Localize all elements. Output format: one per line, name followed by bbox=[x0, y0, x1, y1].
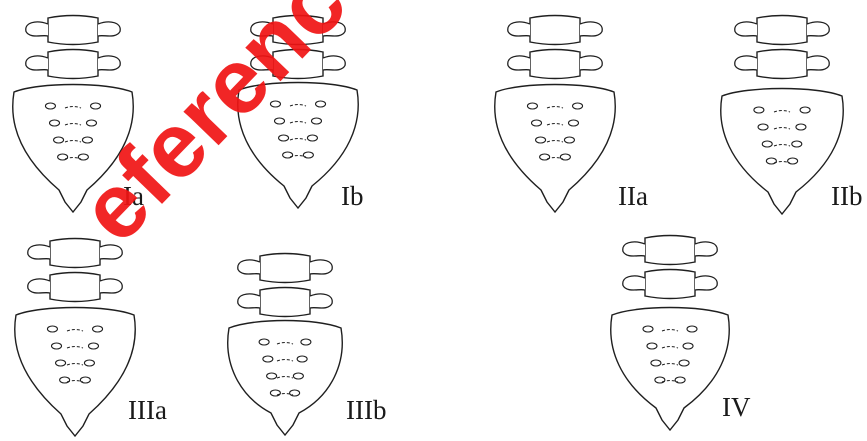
drawing-iib-vertebra-2-right-process bbox=[807, 56, 829, 70]
drawing-iiia-vertebra-2-body bbox=[50, 273, 100, 302]
drawing-iiib-vertebra-1-left-process bbox=[238, 260, 260, 274]
drawing-iib-vertebra-1-right-process bbox=[807, 22, 829, 36]
drawing-ia-vertebra-2-right-process bbox=[98, 56, 120, 70]
drawing-iiib-vertebra-1-body bbox=[260, 254, 310, 283]
drawing-iia-vertebra-2-left-process bbox=[508, 56, 530, 70]
drawing-iiia-vertebra-1-body bbox=[50, 239, 100, 268]
drawing-iv-vertebra-2-left-process bbox=[623, 276, 645, 290]
drawing-iib-vertebra-2-left-process bbox=[735, 56, 757, 70]
spine-drawing-iib bbox=[721, 16, 843, 215]
drawing-iia-vertebra-1-body bbox=[530, 16, 580, 45]
drawing-iv-vertebra-1-right-process bbox=[695, 242, 717, 256]
label-iia: IIa bbox=[618, 183, 648, 210]
drawing-iia-sacrum-outline bbox=[495, 85, 615, 213]
drawing-iiib-vertebra-2-left-process bbox=[238, 294, 260, 308]
spine-drawing-iv bbox=[611, 236, 729, 431]
drawing-ia-vertebra-1-body bbox=[48, 16, 98, 45]
label-iiib: IIIb bbox=[346, 397, 386, 424]
drawing-iib-vertebra-1-left-process bbox=[735, 22, 757, 36]
spine-drawing-iiib bbox=[228, 254, 342, 436]
label-ib: Ib bbox=[341, 183, 364, 210]
label-iiia: IIIa bbox=[128, 397, 167, 424]
drawing-ia-vertebra-1-right-process bbox=[98, 22, 120, 36]
drawing-iv-vertebra-2-right-process bbox=[695, 276, 717, 290]
drawing-iiia-sacrum-outline bbox=[15, 308, 135, 437]
drawing-iiib-vertebra-1-right-process bbox=[310, 260, 332, 274]
drawing-iib-sacrum-outline bbox=[721, 89, 843, 215]
drawing-iv-sacrum-outline bbox=[611, 308, 729, 431]
drawing-ia-vertebra-2-body bbox=[48, 50, 98, 79]
drawing-iiib-vertebra-2-body bbox=[260, 288, 310, 317]
drawing-iv-vertebra-1-left-process bbox=[623, 242, 645, 256]
drawing-iv-vertebra-1-body bbox=[645, 236, 695, 265]
drawing-iia-vertebra-1-right-process bbox=[580, 22, 602, 36]
drawing-iiia-vertebra-2-right-process bbox=[100, 279, 122, 293]
drawing-iib-vertebra-2-body bbox=[757, 50, 807, 79]
drawing-iiia-vertebra-2-left-process bbox=[28, 279, 50, 293]
label-iib: IIb bbox=[831, 183, 862, 210]
drawing-iia-vertebra-2-right-process bbox=[580, 56, 602, 70]
spine-drawing-iiia bbox=[15, 239, 135, 437]
label-iv: IV bbox=[722, 394, 751, 421]
spine-drawing-iia bbox=[495, 16, 615, 213]
drawing-iiib-sacrum-outline bbox=[228, 321, 342, 436]
drawing-iv-vertebra-2-body bbox=[645, 270, 695, 299]
drawing-iia-vertebra-2-body bbox=[530, 50, 580, 79]
drawing-ia-vertebra-2-left-process bbox=[26, 56, 48, 70]
drawing-iiia-vertebra-1-left-process bbox=[28, 245, 50, 259]
drawing-iib-vertebra-1-body bbox=[757, 16, 807, 45]
drawing-ia-vertebra-1-left-process bbox=[26, 22, 48, 36]
drawing-iia-vertebra-1-left-process bbox=[508, 22, 530, 36]
drawing-iiib-vertebra-2-right-process bbox=[310, 294, 332, 308]
